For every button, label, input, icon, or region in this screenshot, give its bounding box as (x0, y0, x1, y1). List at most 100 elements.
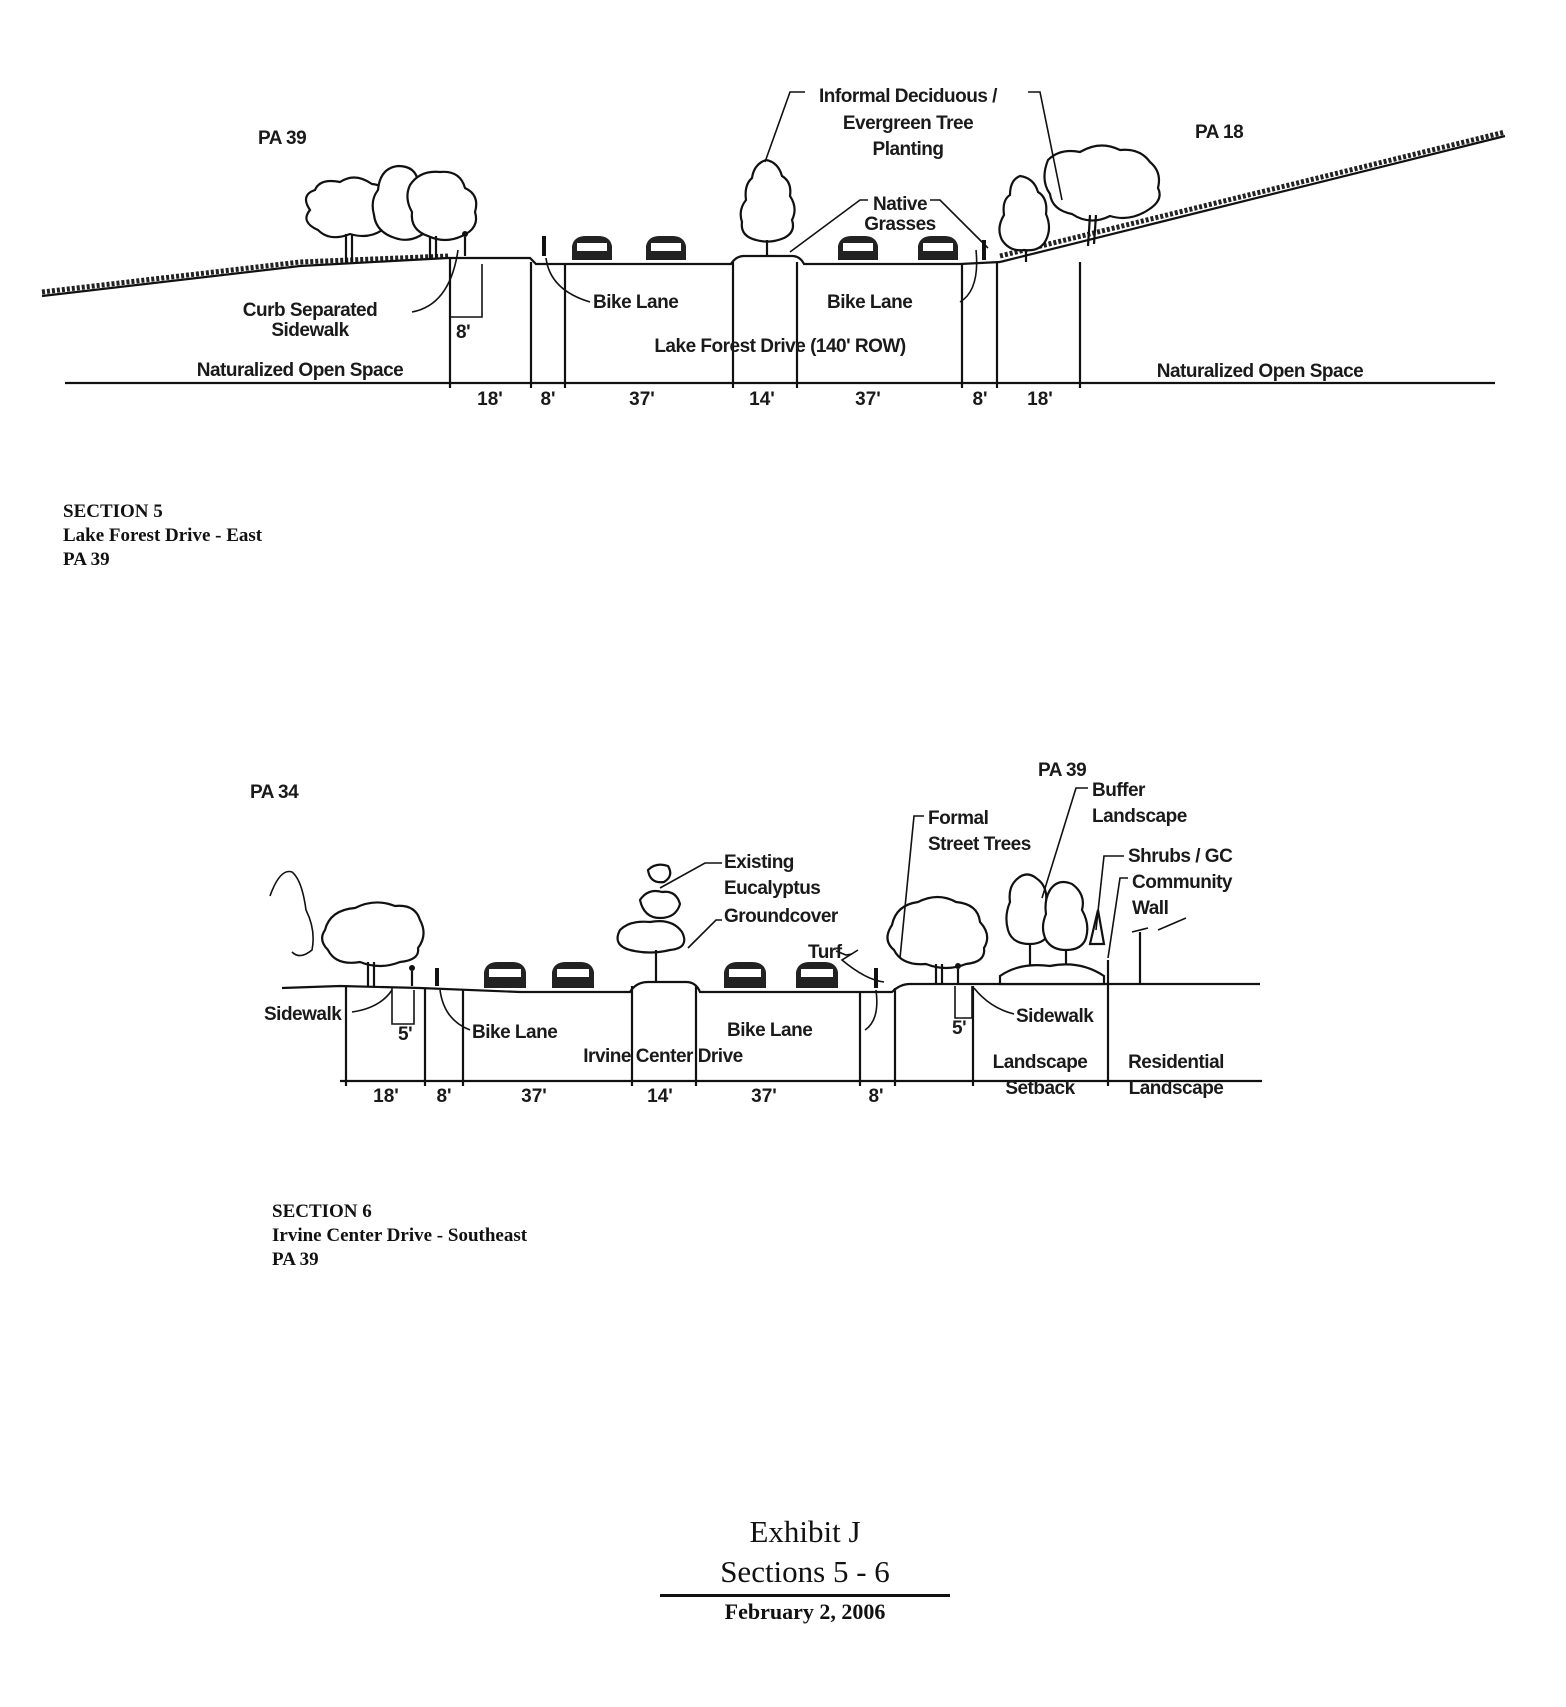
tree-planting-label-3: Planting (873, 139, 944, 160)
wall-label-1: Community (1132, 872, 1233, 893)
section-6-caption-title: SECTION 6 (272, 1201, 372, 1222)
dimension-label: 8' (540, 389, 555, 410)
right-slope-ground (999, 134, 1506, 264)
setback-label-2: Setback (1005, 1078, 1075, 1099)
section-5-caption: SECTION 5 Lake Forest Drive - East PA 39 (63, 500, 262, 572)
eucalyptus-label-1: Existing (724, 852, 794, 873)
section-6-area-left: PA 34 (250, 782, 299, 803)
exhibit-date: February 2, 2006 (724, 1599, 886, 1624)
street-trees-label-1: Formal (928, 808, 988, 829)
open-space-left-label: Naturalized Open Space (197, 360, 404, 381)
section-6-dimensions: 18' 8' 37' 14' 37' 8' (373, 1086, 883, 1107)
dimension-label: 8' (436, 1086, 451, 1107)
dimension-label: 18' (1027, 389, 1053, 410)
open-space-right-label: Naturalized Open Space (1157, 361, 1364, 382)
road-surface (448, 254, 1001, 266)
dimension-label: 37' (521, 1086, 547, 1107)
section-6-caption-road: Irvine Center Drive - Southeast (272, 1225, 528, 1246)
right-slope-hatch (999, 129, 1506, 259)
car-icon (484, 962, 526, 988)
car-icon (796, 962, 838, 988)
dimension-label: 18' (477, 389, 503, 410)
sidewalk-width-label: 8' (456, 322, 470, 343)
dimension-label: 8' (972, 389, 987, 410)
tree-group-right (998, 144, 1161, 262)
street-trees-label-2: Street Trees (928, 834, 1031, 855)
section-5-area-left: PA 39 (258, 128, 306, 149)
tree-planting-label-1: Informal Deciduous / (819, 86, 998, 107)
cyclist-icon (542, 236, 546, 256)
dimension-label: 14' (749, 389, 775, 410)
car-icon (646, 236, 686, 260)
car-icon (572, 236, 612, 260)
section-5-caption-road: Lake Forest Drive - East (63, 525, 263, 546)
sidewalk-width-left-label: 5' (398, 1024, 412, 1045)
native-grasses-label-2: Grasses (864, 214, 936, 235)
sidewalk-left-label: Sidewalk (264, 1004, 342, 1025)
bike-lane-left-label: Bike Lane (593, 292, 678, 313)
dimension-label: 37' (751, 1086, 777, 1107)
pedestrian-icon (955, 963, 961, 984)
section-5-area-right: PA 18 (1195, 122, 1243, 143)
bike-lane-left-label: Bike Lane (472, 1022, 557, 1043)
setback-label-1: Landscape (993, 1052, 1088, 1073)
section-6-caption: SECTION 6 Irvine Center Drive - Southeas… (272, 1200, 527, 1272)
groundcover-label: Groundcover (724, 906, 839, 927)
sidewalk-width-right-label: 5' (952, 1018, 966, 1039)
section-6-area-right: PA 39 (1038, 760, 1086, 781)
eucalyptus-tree (616, 863, 686, 982)
bike-lane-right-label: Bike Lane (827, 292, 912, 313)
wall-label-2: Wall (1132, 898, 1168, 919)
left-slope-hatch (41, 253, 449, 295)
turf-label: Turf (808, 942, 843, 963)
shrubs-label: Shrubs / GC (1128, 846, 1233, 867)
residential-label-1: Residential (1128, 1052, 1224, 1073)
eucalyptus-label-2: Eucalyptus (724, 878, 820, 899)
dimension-label: 8' (868, 1086, 883, 1107)
exhibit-subtitle: Sections 5 - 6 (660, 1552, 950, 1597)
figures-section-5 (462, 231, 986, 260)
section-5-dividers (448, 258, 1082, 388)
tree-group-left (269, 870, 425, 986)
section-6-leader-lines (351, 787, 1187, 1031)
road-name-label: Irvine Center Drive (583, 1046, 742, 1067)
exhibit-title: Exhibit J (749, 1514, 861, 1549)
section-6-caption-area: PA 39 (272, 1249, 319, 1270)
buffer-label-2: Landscape (1092, 806, 1187, 827)
pedestrian-icon (409, 965, 415, 986)
native-grasses-label-1: Native (873, 194, 927, 215)
sidewalk-width-bracket (449, 264, 483, 318)
section-5-caption-area: PA 39 (63, 549, 110, 570)
section-5-dimensions: 18' 8' 37' 14' 37' 8' 18' (477, 389, 1053, 410)
car-icon (552, 962, 594, 988)
car-icon (838, 236, 878, 260)
road-name-label: Lake Forest Drive (140' ROW) (654, 336, 905, 357)
tree-planting-label-2: Evergreen Tree (843, 113, 973, 134)
cars-section-6 (484, 962, 838, 988)
left-slope-ground (41, 256, 449, 298)
dimension-label: 14' (647, 1086, 673, 1107)
residential-label-2: Landscape (1129, 1078, 1224, 1099)
section-6-dividers (344, 960, 1110, 1086)
sidewalk-right-label: Sidewalk (1016, 1006, 1094, 1027)
sidewalk-width-bracket-right (954, 986, 973, 1019)
sidewalk-label-1: Curb Separated (243, 300, 377, 321)
section-6-diagram: PA 34 PA 39 Existing Eucalyptus Groundco… (250, 760, 1262, 1107)
tree-median-left (739, 158, 796, 256)
dimension-label: 37' (629, 389, 655, 410)
section-5-diagram: PA 39 PA 18 Informal Deciduous / Evergre… (41, 86, 1506, 410)
tree-group-right (886, 873, 1149, 986)
figures-section-6 (409, 963, 961, 988)
cars-section-5 (572, 236, 958, 260)
section-5-caption-title: SECTION 5 (63, 501, 163, 522)
pedestrian-icon (462, 231, 468, 256)
cyclist-icon (435, 968, 439, 986)
exhibit-footer: Exhibit J Sections 5 - 6 February 2, 200… (660, 1512, 950, 1627)
tree-group-left (304, 164, 478, 264)
road-surface (281, 980, 1260, 994)
dimension-label: 37' (855, 389, 881, 410)
sidewalk-width-bracket-left (391, 988, 415, 1025)
buffer-label-1: Buffer (1092, 780, 1146, 801)
cyclist-icon (874, 968, 878, 988)
